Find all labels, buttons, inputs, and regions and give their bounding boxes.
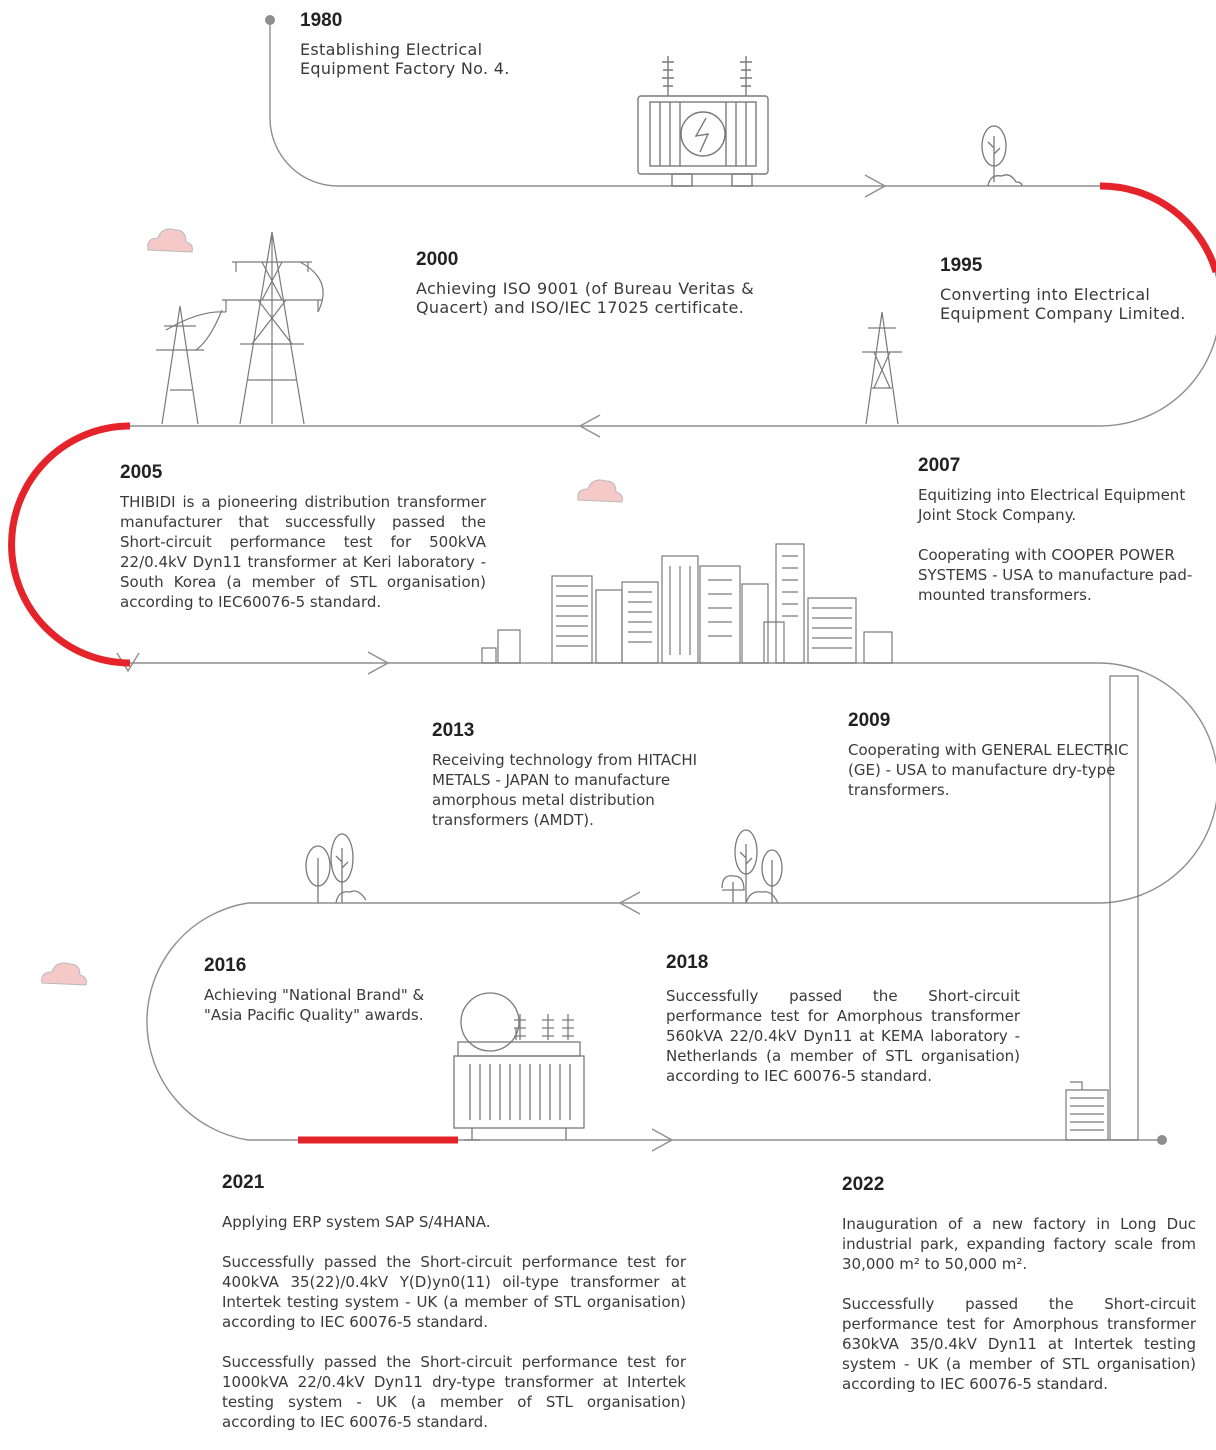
milestone-2013: 2013 Receiving technology from HITACHI M… [432, 720, 732, 830]
milestone-2009: 2009 Cooperating with GENERAL ELECTRIC (… [848, 710, 1148, 800]
cloud-icon [41, 962, 87, 986]
milestone-description: Achieving ISO 9001 (of Bureau Veritas & … [416, 279, 754, 317]
arrow-left-icon [578, 414, 601, 438]
city-skyline-icon [481, 543, 893, 664]
milestone-2007: 2007 Equitizing into Electrical Equipmen… [918, 455, 1208, 605]
milestone-description: Equitizing into Electrical Equipment Joi… [918, 486, 1193, 604]
milestone-2005: 2005 THIBIDI is a pioneering distributio… [120, 462, 486, 612]
building-icon [1065, 675, 1139, 1141]
arrow-down-icon [116, 652, 140, 673]
arrow-right-icon [864, 174, 887, 198]
milestone-2016: 2016 Achieving "National Brand" & "Asia … [204, 955, 444, 1025]
tree-icon [981, 125, 1023, 187]
tree-icon [305, 833, 367, 904]
milestone-1980: 1980 Establishing Electrical Equipment F… [300, 10, 560, 78]
milestone-description: Applying ERP system SAP S/4HANA. Success… [222, 1213, 686, 1431]
arrow-right-icon [651, 1128, 674, 1152]
power-tower-icon [156, 231, 324, 425]
milestone-2018: 2018 Successfully passed the Short-circu… [666, 952, 1020, 1086]
milestone-year: 2013 [432, 720, 475, 741]
milestone-year: 2016 [204, 955, 247, 976]
power-tower-icon [862, 311, 902, 425]
milestone-2021: 2021 Applying ERP system SAP S/4HANA. Su… [222, 1172, 686, 1432]
timeline-end-dot [1157, 1135, 1167, 1145]
milestone-description: Inauguration of a new factory in Long Du… [842, 1215, 1196, 1393]
milestone-description: Successfully passed the Short-circuit pe… [666, 987, 1020, 1085]
transformer-icon [453, 992, 585, 1141]
milestone-year: 2018 [666, 952, 709, 973]
milestone-year: 2007 [918, 455, 961, 476]
milestone-year: 1995 [940, 255, 983, 276]
milestone-description: Cooperating with GENERAL ELECTRIC (GE) -… [848, 741, 1129, 799]
milestone-1995: 1995 Converting into Electrical Equipmen… [940, 255, 1216, 323]
timeline-highlights [8, 182, 1216, 1144]
milestone-2022: 2022 Inauguration of a new factory in Lo… [842, 1174, 1196, 1394]
milestone-year: 1980 [300, 10, 343, 31]
milestone-year: 2022 [842, 1174, 885, 1195]
milestone-year: 2009 [848, 710, 891, 731]
milestone-year: 2000 [416, 249, 459, 270]
cloud-icon [577, 479, 623, 503]
milestone-description: Achieving "National Brand" & "Asia Pacif… [204, 986, 425, 1024]
milestone-year: 2005 [120, 462, 163, 483]
milestone-description: Converting into Electrical Equipment Com… [940, 285, 1186, 323]
cloud-icon [147, 228, 193, 253]
transformer-icon [637, 56, 769, 187]
milestone-2000: 2000 Achieving ISO 9001 (of Bureau Verit… [416, 249, 754, 317]
milestone-year: 2021 [222, 1172, 265, 1193]
milestone-description: Establishing Electrical Equipment Factor… [300, 40, 510, 78]
tree-icon [721, 829, 783, 904]
milestone-description: THIBIDI is a pioneering distribution tra… [120, 493, 486, 611]
arrow-right-icon [367, 651, 390, 675]
arrow-left-icon [618, 891, 641, 915]
milestone-description: Receiving technology from HITACHI METALS… [432, 751, 698, 829]
